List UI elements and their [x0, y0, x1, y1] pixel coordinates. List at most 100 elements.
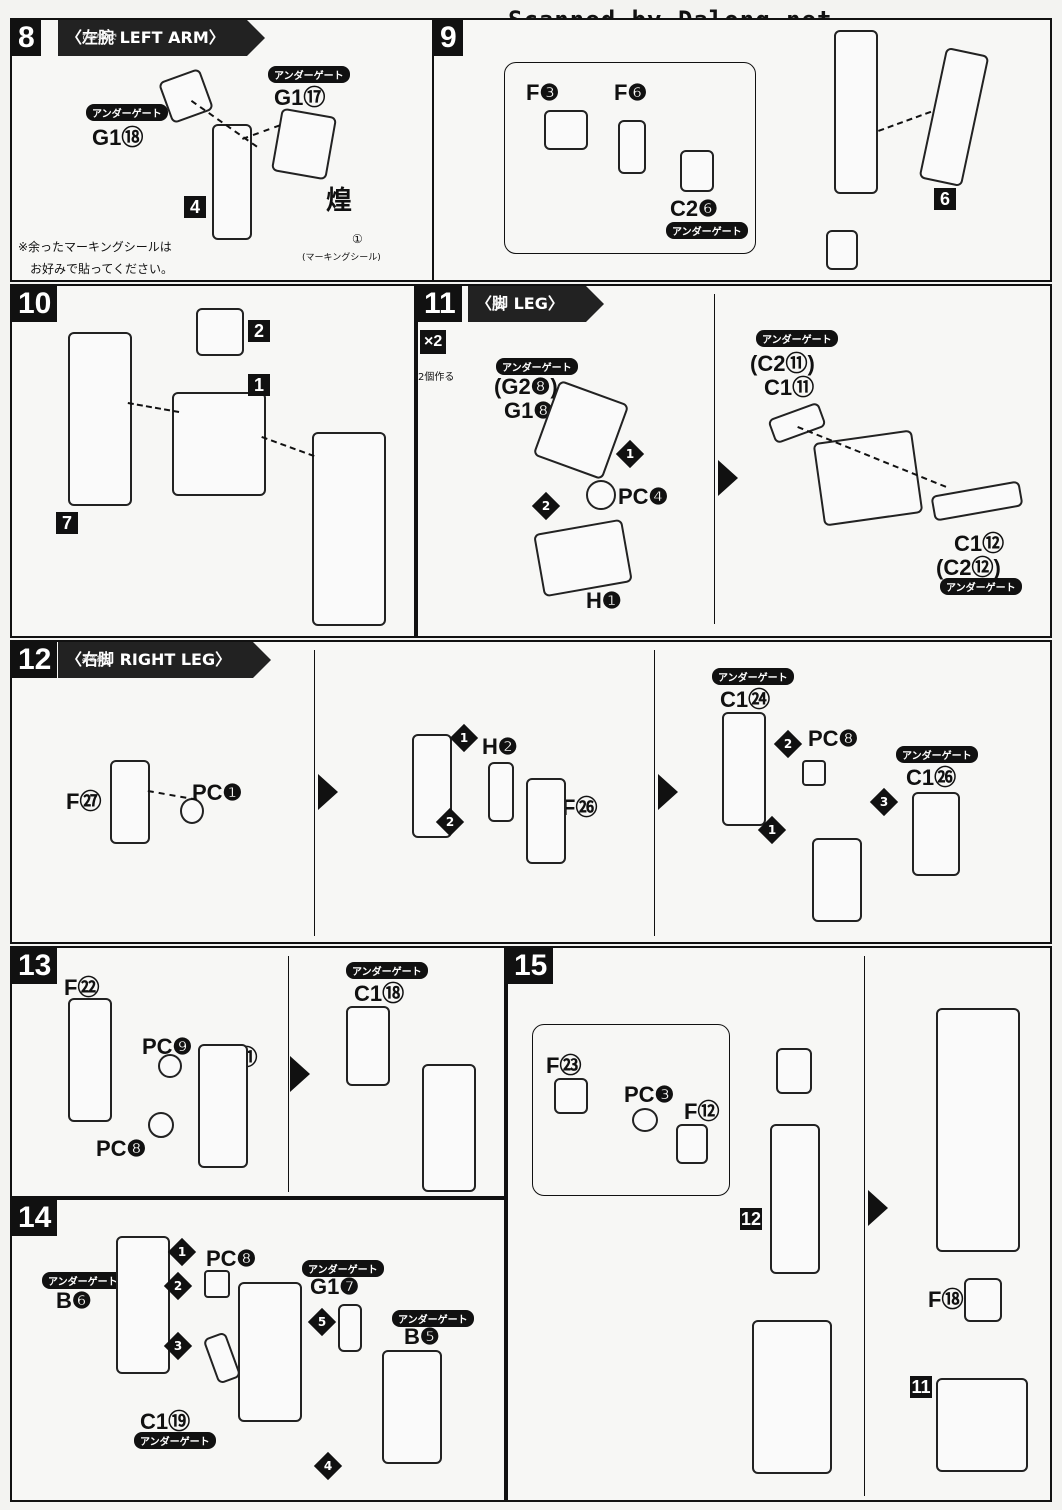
sticker-label: (マーキングシール): [302, 253, 381, 263]
shoulder-armor-part: [270, 107, 338, 181]
ruby: みぎあし: [82, 655, 110, 663]
step-title-text: 〈脚 LEG〉: [476, 294, 564, 313]
order-marker-1: 1: [615, 439, 645, 469]
back-armor-part: [116, 1236, 170, 1374]
part-label: F❸: [526, 80, 560, 105]
sub-assembly-box: [504, 62, 756, 254]
upper-leg-assembly: [770, 1124, 820, 1274]
sub-step-divider: [288, 956, 289, 1192]
part-label: C1⑱: [354, 981, 405, 1006]
order-number: 1: [625, 447, 635, 461]
note-line-1: ※余ったマーキングシールは: [18, 240, 172, 254]
order-number: 1: [767, 823, 777, 837]
flow-arrow: [290, 1056, 310, 1092]
part-label: PC❽: [96, 1136, 147, 1161]
step-number: 12: [12, 642, 58, 678]
torso-part: [172, 392, 266, 496]
part-label: C1㉖: [906, 765, 957, 790]
subassembly-number: 1: [248, 374, 270, 396]
assembly-line: [878, 110, 932, 132]
step-8-panel: 8 ひだりうで 〈左腕 LEFT ARM〉 アンダーゲート G1⑰ アンダーゲー…: [10, 18, 434, 282]
part-label: B❻: [56, 1288, 92, 1313]
under-gate-badge: アンダーゲート: [346, 962, 428, 979]
side-frame-part: [198, 1044, 248, 1168]
part-label: F㉒: [64, 975, 100, 1000]
step-12-panel: 12 みぎあし 〈右脚 RIGHT LEG〉 F㉗ PC❶ H❷ F㉖ 1 2 …: [10, 640, 1052, 944]
part-label: PC❸: [624, 1082, 675, 1107]
step-title-text: 〈右脚 RIGHT LEG〉: [66, 650, 232, 669]
sub-step-divider: [654, 650, 655, 936]
order-marker-2: 2: [773, 729, 803, 759]
assembly-line: [147, 790, 198, 801]
polycap: [158, 1054, 182, 1078]
head-part: [196, 308, 244, 356]
order-marker-1: 1: [167, 1237, 197, 1267]
joint-part: [618, 120, 646, 174]
part-label: H❶: [586, 588, 622, 613]
under-gate-badge: アンダーゲート: [756, 330, 838, 347]
subassembly-number: 4: [184, 196, 206, 218]
polycap: [148, 1112, 174, 1138]
part-label: C2❻: [670, 196, 718, 221]
completed-leg: [936, 1008, 1020, 1252]
sub-step-divider: [314, 650, 315, 936]
multiplier-badge: ×2: [420, 330, 447, 354]
under-gate-badge: アンダーゲート: [392, 1310, 474, 1327]
order-number: 3: [173, 1339, 183, 1353]
thigh-part: [812, 838, 862, 922]
step-number: 13: [12, 948, 58, 984]
under-gate-badge: アンダーゲート: [896, 746, 978, 763]
step-title: あし 〈脚 LEG〉: [468, 286, 604, 322]
step-title: みぎあし 〈右脚 RIGHT LEG〉: [58, 642, 272, 678]
order-marker-3: 3: [163, 1331, 193, 1361]
part-label: PC❽: [808, 726, 859, 751]
side-frame-part: [526, 778, 566, 864]
part-label: (C2⑪): [750, 351, 815, 376]
part-label: C1⑪: [764, 375, 815, 400]
part-label: F⑱: [928, 1287, 964, 1312]
flow-arrow: [658, 774, 678, 810]
order-number: 1: [459, 731, 469, 745]
part-label: PC❽: [206, 1246, 257, 1271]
armor-part: [912, 792, 960, 876]
left-arm-assembly: [68, 332, 132, 506]
flow-arrow: [868, 1190, 888, 1226]
subassembly-number: 2: [248, 320, 270, 342]
order-number: 2: [541, 499, 551, 513]
step-10-panel: 10 2 1 7: [10, 284, 416, 638]
order-number: 3: [879, 795, 889, 809]
step-number: 15: [508, 948, 554, 984]
hand-part: [544, 110, 588, 150]
step-13-panel: 13 F㉒ PC❾ F㉑ PC❽ アンダーゲート C1⑱: [10, 946, 506, 1198]
order-number: 1: [177, 1245, 187, 1259]
order-marker-4: 4: [313, 1451, 343, 1481]
hand-assembly: [826, 230, 858, 270]
plate-part: [680, 150, 714, 192]
leg-frame-assembly: [422, 1064, 476, 1192]
right-arm-assembly: [312, 432, 386, 626]
ruby: あし: [492, 299, 506, 307]
lower-leg-assembly: [752, 1320, 832, 1474]
part-label: H❷: [482, 734, 518, 759]
step-number: 11: [418, 286, 462, 322]
part-label: G1⑱: [92, 125, 144, 150]
under-gate-badge: アンダーゲート: [134, 1432, 216, 1449]
order-marker-2: 2: [531, 491, 561, 521]
under-gate-badge: アンダーゲート: [712, 668, 794, 685]
part-label: G1⑰: [274, 85, 326, 110]
ankle-joint-part: [964, 1278, 1002, 1322]
under-gate-badge: アンダーゲート: [42, 1272, 124, 1289]
part-label: F㉖: [562, 795, 598, 820]
polycap: [632, 1108, 658, 1132]
order-number: 5: [317, 1315, 327, 1329]
order-number: 2: [445, 815, 455, 829]
arm-part: [212, 124, 252, 240]
assembly-line: [261, 436, 315, 458]
frame-part: [68, 998, 112, 1122]
step-14-panel: 14 アンダーゲート B❻ PC❽ アンダーゲート G1❼ アンダーゲート B❺…: [10, 1198, 506, 1502]
part-label: C1⑲: [140, 1409, 191, 1434]
spring-part: [488, 762, 514, 822]
small-wedge-part: [202, 1331, 242, 1385]
order-marker-3: 3: [869, 787, 899, 817]
